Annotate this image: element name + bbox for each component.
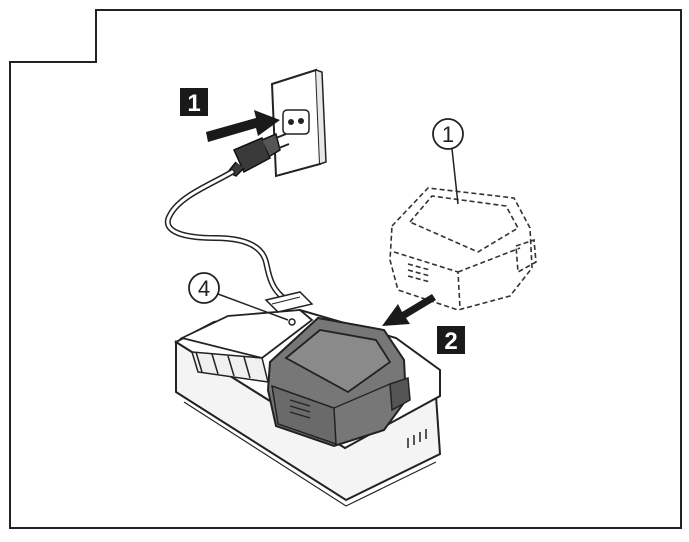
step-1-number: 1 — [187, 90, 200, 117]
battery-ghost-icon — [389, 187, 537, 311]
wall-outlet-icon — [270, 68, 327, 178]
callout-1-number: 1 — [442, 122, 454, 147]
power-cord — [164, 169, 295, 307]
step-2-number: 2 — [444, 328, 457, 355]
callout-1: 1 — [432, 118, 464, 205]
callout-4: 4 — [188, 272, 289, 321]
step-1-label: 1 — [180, 88, 208, 117]
diagram-frame — [9, 9, 682, 529]
insert-battery-arrow — [382, 294, 436, 326]
callout-4-number: 4 — [198, 276, 210, 301]
insert-plug-arrow — [206, 110, 280, 142]
step-2-label: 2 — [437, 326, 465, 355]
battery-pack-icon — [266, 316, 411, 448]
